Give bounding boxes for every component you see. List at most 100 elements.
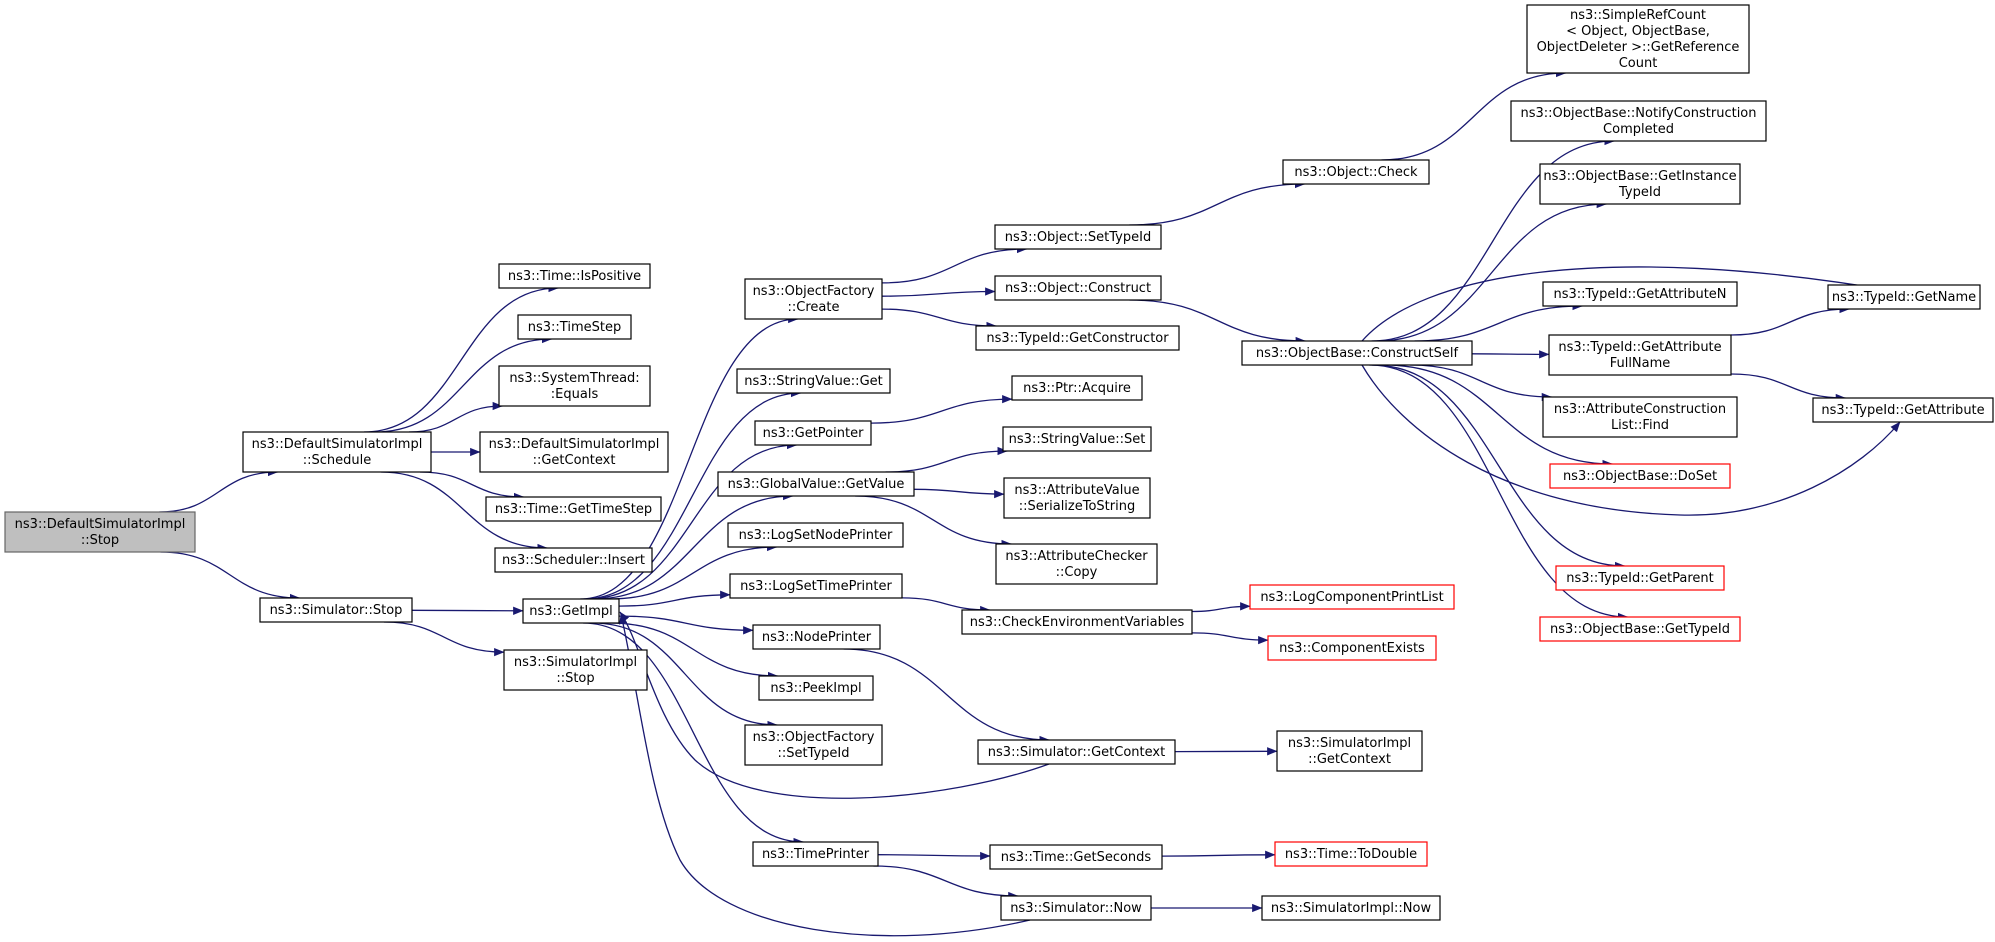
node-box	[522, 598, 620, 624]
node-compexists[interactable]: ns3::ComponentExists	[1267, 635, 1437, 661]
node-label: ns3::DefaultSimulatorImpl	[15, 517, 186, 532]
node-todouble[interactable]: ns3::Time::ToDouble	[1274, 841, 1428, 867]
node-label: ns3::SystemThread:	[509, 371, 639, 386]
node-box	[259, 597, 413, 623]
edge-constructself-to-getattribute	[1361, 364, 1901, 516]
node-getobjtypeid[interactable]: ns3::ObjectBase::GetTypeId	[1539, 616, 1741, 642]
node-gvgetvalue[interactable]: ns3::GlobalValue::GetValue	[717, 471, 915, 497]
node-label: ns3::AttributeChecker	[1005, 549, 1148, 564]
node-objsettypeid[interactable]: ns3::Object::SetTypeId	[994, 224, 1162, 250]
node-simimplnow[interactable]: ns3::SimulatorImpl::Now	[1261, 895, 1441, 921]
node-label: ns3::NodePrinter	[762, 630, 872, 645]
edge-schedule-to-equals	[408, 401, 504, 433]
node-label: ns3::SimulatorImpl::Now	[1271, 901, 1432, 916]
node-label: ns3::ObjectFactory	[753, 284, 875, 299]
node-box	[1549, 463, 1731, 489]
node-label: ns3::CheckEnvironmentVariables	[970, 615, 1185, 630]
node-schedule[interactable]: ns3::DefaultSimulatorImpl::Schedule	[242, 431, 432, 473]
edge-getimpl-to-getpointer	[587, 440, 798, 600]
node-simimplgetcontext[interactable]: ns3::SimulatorImpl::GetContext	[1276, 730, 1423, 772]
node-svset[interactable]: ns3::StringValue::Set	[1002, 426, 1152, 452]
node-label: ::Stop	[556, 671, 594, 686]
node-timestep[interactable]: ns3::TimeStep	[517, 314, 632, 340]
node-label: ns3::ObjectBase::GetTypeId	[1550, 622, 1730, 637]
node-label: ::Stop	[81, 533, 119, 548]
edge-constructself-to-notifyconstruction	[1371, 136, 1615, 342]
node-label: ns3::ObjectBase::ConstructSelf	[1256, 346, 1459, 361]
edge-timeprinter-to-getseconds	[877, 851, 991, 861]
node-svget[interactable]: ns3::StringValue::Get	[736, 368, 891, 394]
node-notifyconstruction[interactable]: ns3::ObjectBase::NotifyConstructionCompl…	[1510, 100, 1767, 142]
edge-getimpl-to-lognodeprinter	[609, 542, 778, 600]
node-getpointer[interactable]: ns3::GetPointer	[754, 420, 872, 446]
node-lognodeprinter[interactable]: ns3::LogSetNodePrinter	[727, 522, 904, 548]
node-timeprinter[interactable]: ns3::TimePrinter	[752, 841, 879, 867]
node-box	[4, 511, 196, 553]
node-box	[1827, 284, 1981, 310]
node-objconstruct[interactable]: ns3::Object::Construct	[994, 275, 1162, 301]
node-simstop[interactable]: ns3::Simulator::Stop	[259, 597, 413, 623]
node-simgetcontext[interactable]: ns3::Simulator::GetContext	[977, 739, 1176, 765]
node-getseconds[interactable]: ns3::Time::GetSeconds	[989, 844, 1163, 870]
node-accopy[interactable]: ns3::AttributeChecker::Copy	[995, 543, 1158, 585]
node-box	[517, 314, 632, 340]
node-getattribute[interactable]: ns3::TypeId::GetAttribute	[1812, 397, 1994, 423]
node-label: ns3::TypeId::GetConstructor	[986, 331, 1169, 346]
node-logcompprintlist[interactable]: ns3::LogComponentPrintList	[1249, 584, 1455, 610]
node-nodeprinter[interactable]: ns3::NodePrinter	[752, 624, 881, 650]
node-box	[727, 522, 904, 548]
edge-getimpl-to-gvgetvalue	[594, 491, 794, 600]
node-box	[744, 278, 883, 320]
node-getconstructor[interactable]: ns3::TypeId::GetConstructor	[975, 325, 1180, 351]
node-box	[754, 420, 872, 446]
node-insert[interactable]: ns3::Scheduler::Insert	[494, 547, 653, 573]
node-dsgetcontext[interactable]: ns3::DefaultSimulatorImpl::GetContext	[479, 431, 669, 473]
node-getrefcount[interactable]: ns3::SimpleRefCount< Object, ObjectBase,…	[1526, 4, 1750, 74]
edge-simnow-to-getimpl	[619, 613, 1031, 937]
node-checkenv[interactable]: ns3::CheckEnvironmentVariables	[961, 609, 1193, 635]
edge-constructself-to-getparent	[1372, 364, 1626, 571]
node-label: < Object, ObjectBase,	[1566, 24, 1710, 39]
node-getattributen[interactable]: ns3::TypeId::GetAttributeN	[1542, 281, 1738, 307]
node-label: ns3::Object::Check	[1294, 165, 1418, 180]
node-simnow[interactable]: ns3::Simulator::Now	[1000, 895, 1152, 921]
node-root[interactable]: ns3::DefaultSimulatorImpl::Stop	[4, 511, 196, 553]
node-label: Completed	[1603, 122, 1674, 137]
node-label: Count	[1619, 56, 1658, 71]
node-box	[1555, 565, 1725, 591]
node-equals[interactable]: ns3::SystemThread::Equals	[498, 365, 651, 407]
node-serializetostring[interactable]: ns3::AttributeValue::SerializeToString	[1003, 477, 1151, 519]
nodes: ns3::DefaultSimulatorImpl::Stopns3::Defa…	[4, 4, 1994, 921]
node-simimplstop[interactable]: ns3::SimulatorImpl::Stop	[503, 649, 648, 691]
node-ptracquire[interactable]: ns3::Ptr::Acquire	[1011, 375, 1143, 401]
node-constructself[interactable]: ns3::ObjectBase::ConstructSelf	[1241, 340, 1473, 366]
node-box	[1542, 281, 1738, 307]
node-label: ns3::GlobalValue::GetValue	[728, 477, 905, 492]
node-label: ns3::LogComponentPrintList	[1260, 590, 1443, 605]
edge-ofcreate-to-objconstruct	[881, 287, 996, 297]
edge-simstop-to-simimplstop	[383, 621, 505, 657]
node-box	[1003, 477, 1151, 519]
edge-getimpl-to-nodeprinter	[618, 615, 754, 635]
node-getname[interactable]: ns3::TypeId::GetName	[1827, 284, 1981, 310]
node-label: ns3::LogSetTimePrinter	[740, 579, 892, 594]
node-peekimpl[interactable]: ns3::PeekImpl	[758, 675, 874, 701]
node-ofsettypeid[interactable]: ns3::ObjectFactory::SetTypeId	[744, 724, 883, 766]
node-gettimestep[interactable]: ns3::Time::GetTimeStep	[485, 496, 662, 522]
node-getparent[interactable]: ns3::TypeId::GetParent	[1555, 565, 1725, 591]
node-doset[interactable]: ns3::ObjectBase::DoSet	[1549, 463, 1731, 489]
node-logtimeprinter[interactable]: ns3::LogSetTimePrinter	[729, 573, 903, 599]
edge-timeprinter-to-simnow	[873, 865, 1019, 901]
edge-ofcreate-to-objsettypeid	[881, 244, 1028, 284]
node-objcheck[interactable]: ns3::Object::Check	[1282, 159, 1430, 185]
node-ofcreate[interactable]: ns3::ObjectFactory::Create	[744, 278, 883, 320]
edge-constructself-to-aclistfind	[1410, 364, 1553, 402]
node-label: ns3::GetImpl	[529, 604, 613, 619]
node-ispositive[interactable]: ns3::Time::IsPositive	[498, 263, 651, 289]
node-getimpl[interactable]: ns3::GetImpl	[522, 598, 620, 624]
node-box	[1548, 334, 1732, 376]
